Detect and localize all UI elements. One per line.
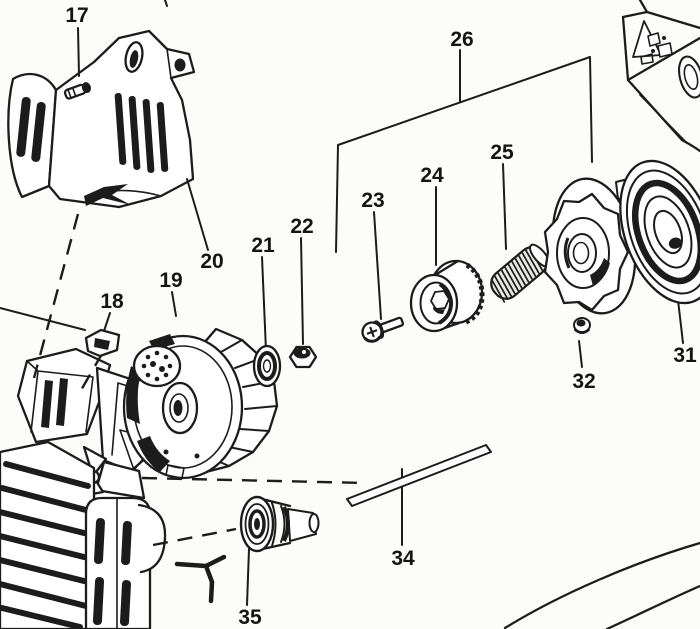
spring-part: [490, 243, 551, 304]
callout-leader-31: [677, 299, 684, 344]
callout-label-23: 23: [361, 189, 384, 212]
callout-label-17: 17: [65, 4, 88, 27]
callout-leader-18: [103, 312, 111, 332]
crankcase-boss: [137, 503, 167, 574]
callout-leader-17: [77, 27, 80, 77]
rope-rotor-part: [543, 177, 637, 315]
cylinder-fins: [0, 440, 96, 629]
callout-label-20: 20: [200, 250, 223, 273]
callout-label-32: 32: [572, 370, 595, 393]
callout-label-34: 34: [391, 547, 415, 570]
edge-mark: [164, 0, 168, 7]
pawl-boss: [132, 344, 182, 388]
left-edge-leader: [0, 307, 86, 331]
flywheel-part: [122, 327, 279, 480]
callout-leader-25: [502, 163, 507, 250]
callout-label-21: 21: [251, 234, 275, 257]
lever-blade: [82, 445, 108, 478]
screw-part: [63, 82, 92, 100]
callout-label-31: 31: [673, 344, 697, 367]
callout-leader-23: [373, 211, 382, 320]
callout-label-22: 22: [290, 215, 313, 238]
engine-body: [0, 347, 167, 629]
callout-leader-22: [300, 237, 304, 345]
callout-leader-20: [186, 178, 209, 251]
shroud-part: [7, 29, 196, 209]
rod-part: [346, 444, 492, 507]
starter-housing-part: [621, 0, 700, 153]
cap-part: [239, 495, 320, 553]
callout-label-24: 24: [420, 164, 444, 187]
bolt-part: [361, 316, 405, 343]
callout-label-25: 25: [490, 141, 514, 164]
callout-label-35: 35: [238, 606, 262, 629]
callout-label-19: 19: [159, 269, 182, 292]
callout-leader-35: [246, 548, 250, 606]
drive-shaft-tube: [503, 541, 700, 629]
small-nut-part: [573, 317, 591, 334]
fuel-line: [174, 554, 227, 604]
callout-leader-19: [171, 291, 177, 317]
callout-label-26: 26: [450, 28, 473, 51]
washer-part: [252, 344, 282, 388]
clip-part: [84, 328, 121, 358]
callout-leader-21: [261, 256, 267, 352]
starter-drum-part: [409, 259, 485, 333]
callout-leaders: [77, 27, 684, 606]
callout-label-18: 18: [100, 290, 124, 313]
callout-labels: 17 18 19 20 21 22 23 24 25 26 31 32 34 3…: [65, 4, 697, 629]
nut-part: [288, 345, 318, 369]
callout-bracket-26: [335, 49, 593, 253]
callout-leader-32: [578, 340, 583, 368]
rope-reel-part: [615, 159, 700, 305]
